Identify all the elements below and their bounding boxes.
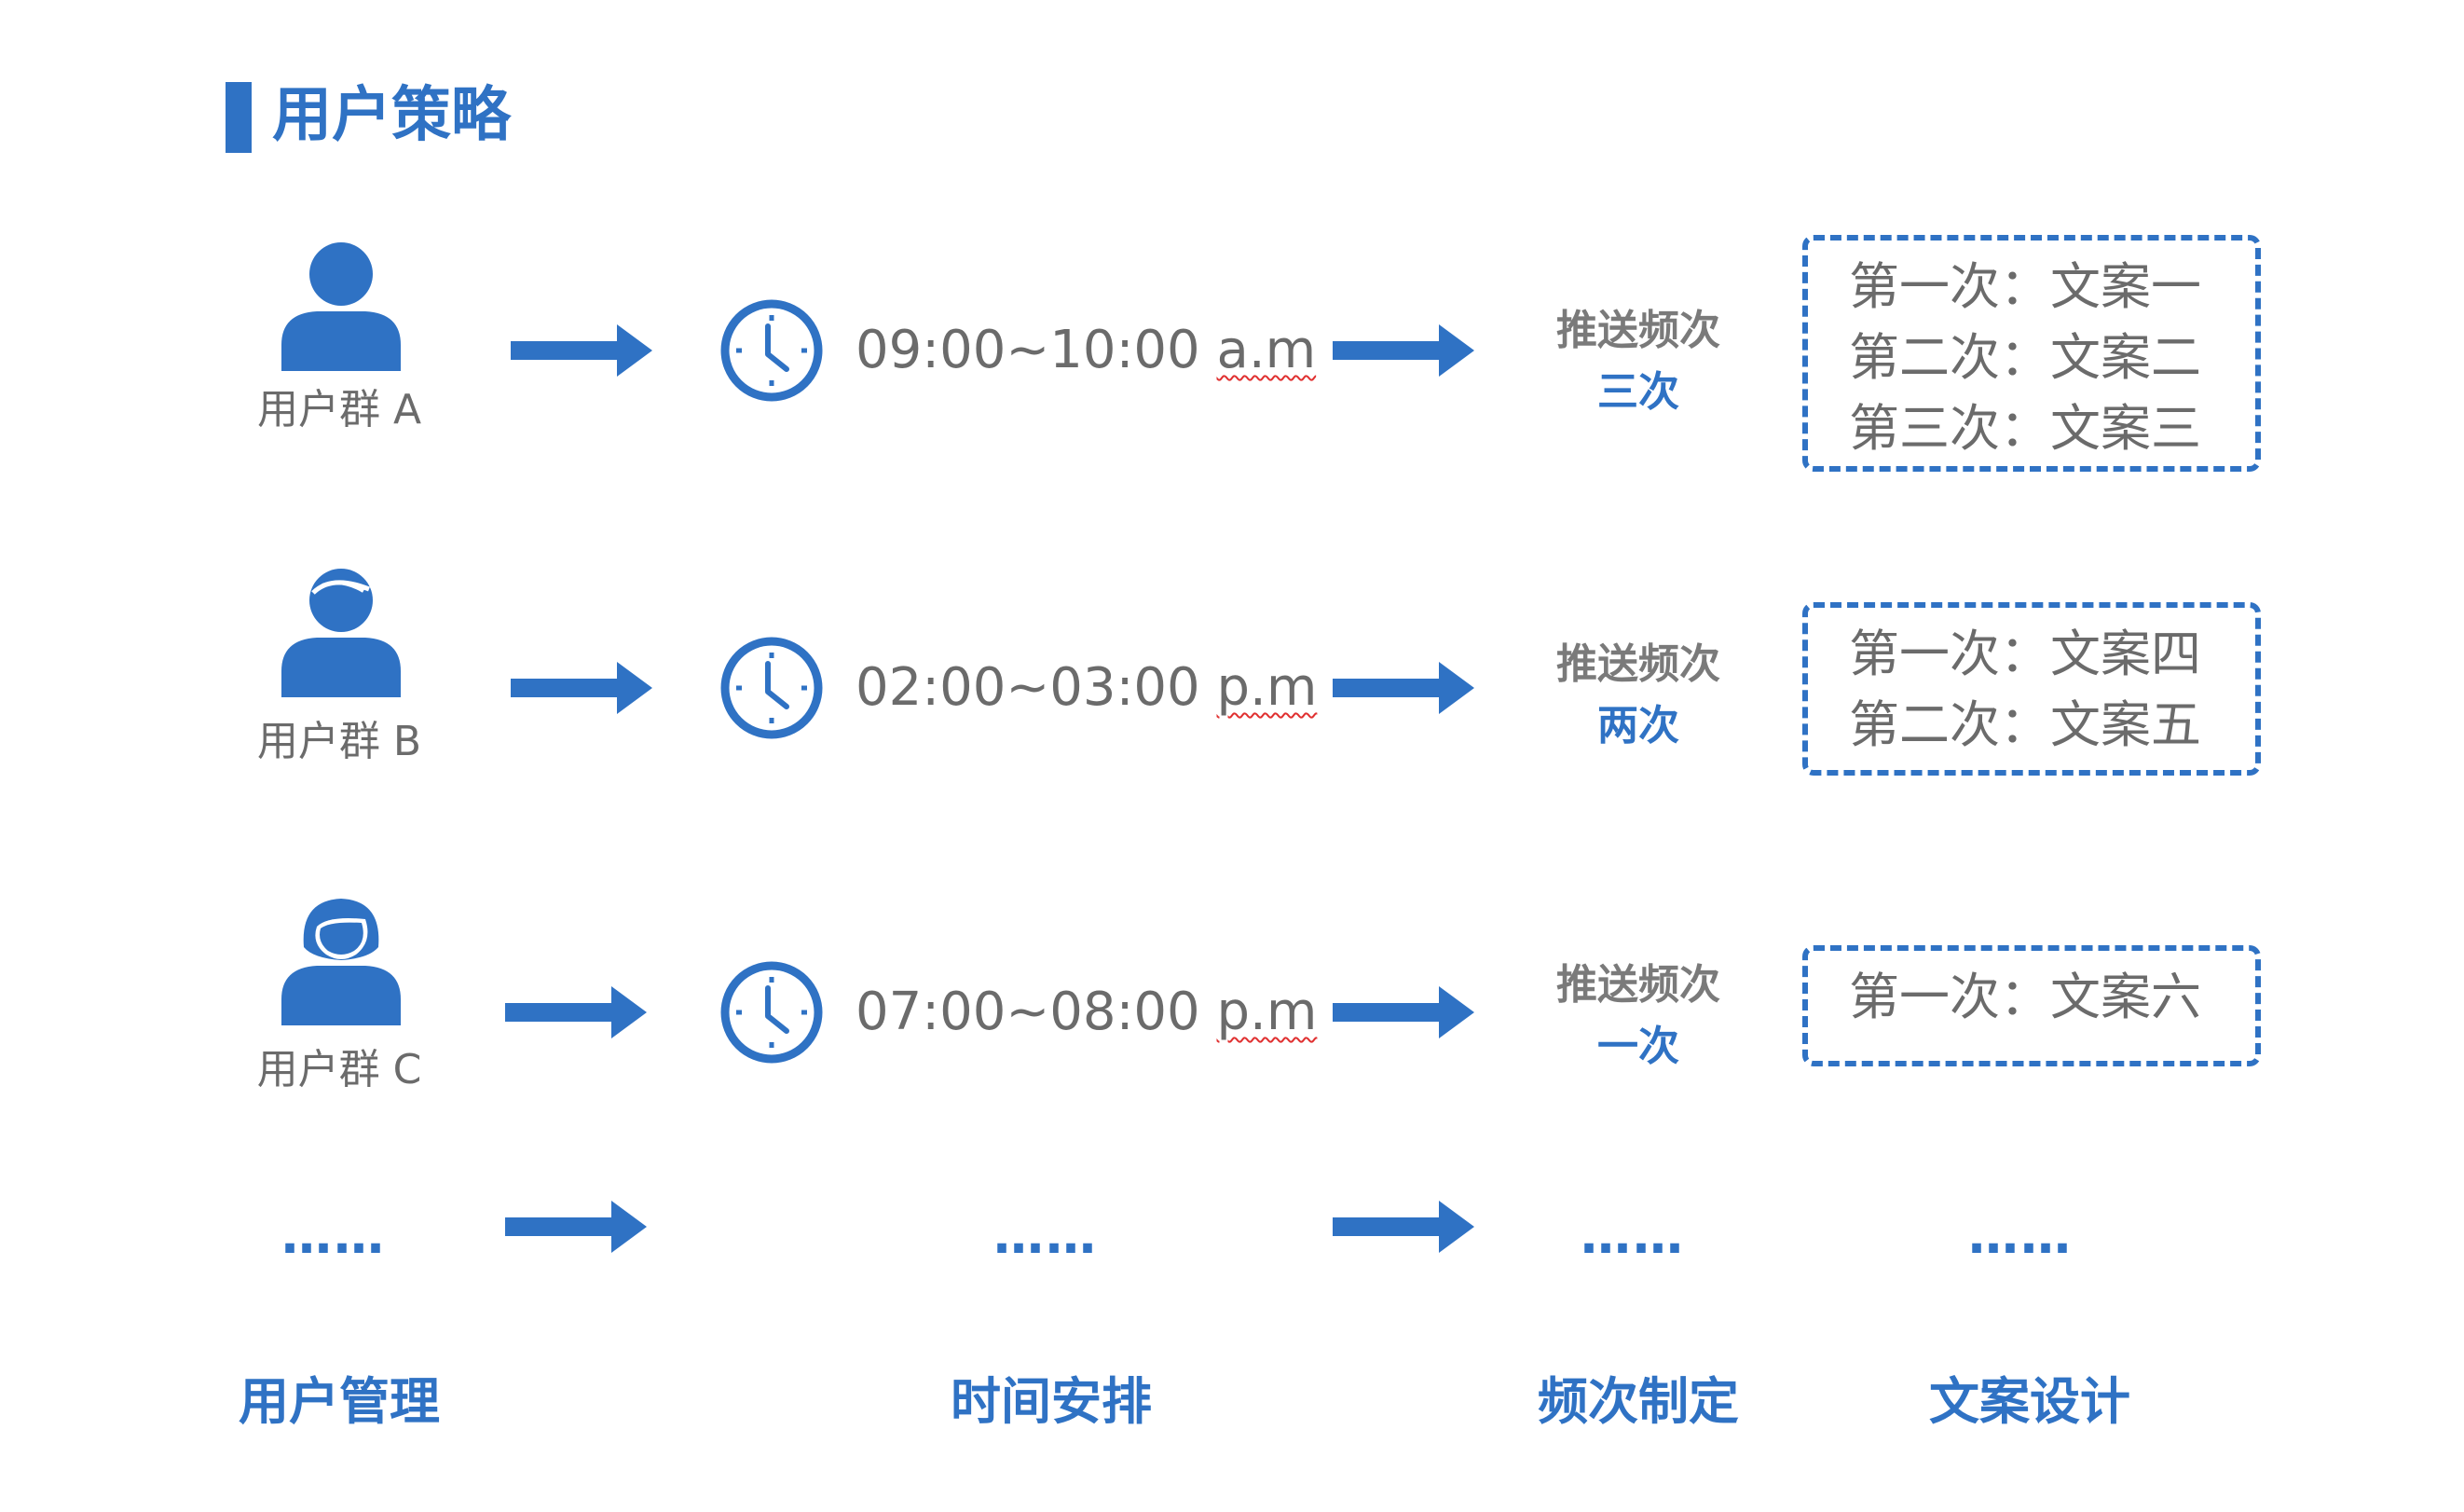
push-frequency-a: 推送频次三次 xyxy=(1556,307,1720,416)
title-accent-bar xyxy=(226,82,252,153)
stage-label-user-management: 用户管理 xyxy=(239,1372,440,1431)
copy-box-c: 第一次：文案六 xyxy=(1802,945,2261,1066)
ellipsis-users: …… xyxy=(281,1206,386,1265)
arrow-right-icon xyxy=(1333,324,1474,377)
arrow-right-icon xyxy=(511,324,652,377)
arrow-right-icon xyxy=(505,1201,647,1253)
time-range-c: 07:00~08:00 p.m xyxy=(856,982,1318,1042)
arrow-right-icon xyxy=(1333,986,1474,1038)
group-label-a: 用户群 A xyxy=(256,386,422,433)
clock-icon xyxy=(720,637,823,739)
copy-box-a: 第一次：文案一 第二次：文案二 第三次：文案三 xyxy=(1802,235,2261,472)
push-frequency-b: 推送频次两次 xyxy=(1556,640,1720,749)
stage-label-copy-design: 文案设计 xyxy=(1929,1372,2130,1431)
ellipsis-time: …… xyxy=(993,1206,1098,1265)
user-icon xyxy=(281,242,401,371)
copy-line: 第一次：文案一 xyxy=(1849,257,2201,316)
copy-box-b: 第一次：文案四 第二次：文案五 xyxy=(1802,602,2261,776)
clock-icon xyxy=(720,961,823,1064)
arrow-right-icon xyxy=(511,662,652,714)
arrow-right-icon xyxy=(1333,662,1474,714)
group-label-b: 用户群 B xyxy=(256,718,422,765)
ellipsis-frequency: …… xyxy=(1581,1206,1685,1265)
copy-line: 第三次：文案三 xyxy=(1849,399,2201,458)
copy-line: 第一次：文案四 xyxy=(1849,625,2201,683)
copy-line: 第二次：文案二 xyxy=(1849,328,2201,387)
arrow-right-icon xyxy=(1333,1201,1474,1253)
copy-line: 第一次：文案六 xyxy=(1849,968,2201,1026)
time-range-a: 09:00~10:00 a.m xyxy=(856,320,1317,380)
arrow-right-icon xyxy=(505,986,647,1038)
time-range-b: 02:00~03:00 p.m xyxy=(856,657,1318,718)
stage-label-time-scheduling: 时间安排 xyxy=(951,1372,1152,1431)
page-title: 用户策略 xyxy=(272,81,511,150)
clock-icon xyxy=(720,299,823,402)
group-label-c: 用户群 C xyxy=(256,1046,422,1093)
copy-line: 第二次：文案五 xyxy=(1849,695,2201,754)
push-frequency-c: 推送频次一次 xyxy=(1556,961,1720,1070)
woman-icon xyxy=(281,899,401,1025)
stage-label-frequency: 频次制定 xyxy=(1538,1372,1739,1431)
ellipsis-copy: …… xyxy=(1968,1206,2073,1265)
man-icon xyxy=(281,569,401,697)
